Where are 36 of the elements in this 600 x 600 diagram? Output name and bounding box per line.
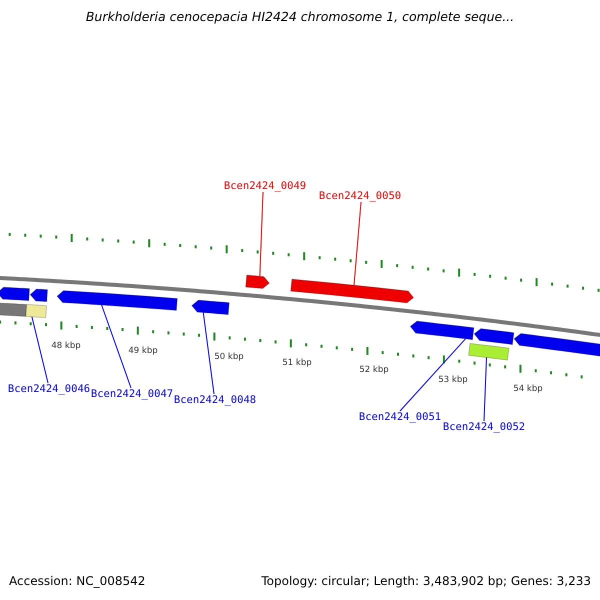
gene-block — [474, 328, 514, 346]
gene-bar — [468, 342, 510, 361]
gene-label: Bcen2424_0051 — [358, 411, 442, 423]
gene-label: Bcen2424_0049 — [224, 180, 306, 192]
gene-label: Bcen2424_0047 — [90, 388, 174, 400]
leader-line — [400, 338, 466, 412]
leader-line — [259, 192, 264, 277]
gene-block — [191, 300, 230, 316]
gene-bar — [0, 302, 28, 317]
gene-block — [410, 320, 474, 340]
tick-label: 51 kbp — [282, 358, 312, 368]
tick-label: 50 kbp — [214, 352, 244, 362]
tick-label: 54 kbp — [513, 384, 543, 394]
tick-label: 52 kbp — [359, 365, 389, 375]
tick-label: 49 kbp — [128, 346, 158, 356]
leader-line — [101, 304, 132, 388]
accession-text: Accession: NC_008542 — [9, 574, 146, 588]
gene-block — [245, 274, 270, 289]
leader-line — [354, 202, 362, 286]
gene-block — [56, 290, 178, 311]
title: Burkholderia cenocepacia HI2424 chromosome 1, complete seque... — [84, 9, 516, 24]
gene-block — [514, 333, 600, 358]
gene-label: Bcen2424_0050 — [318, 190, 402, 202]
gene-bar — [25, 304, 47, 318]
gene-block — [30, 288, 48, 302]
tick-label: 53 kbp — [438, 375, 468, 385]
gene-label: Bcen2424_0048 — [174, 394, 256, 406]
gene-label: Bcen2424_0052 — [442, 421, 526, 433]
gene-block — [290, 278, 414, 304]
genome-summary-text: Topology: circular; Length: 3,483,902 bp; Genes: 3,233 — [261, 574, 591, 588]
gene-label: Bcen2424_0046 — [8, 383, 90, 395]
leader-line — [31, 316, 48, 384]
leader-line — [202, 312, 214, 394]
gene-block — [0, 286, 30, 302]
leader-line — [484, 357, 487, 422]
tick-label: 48 kbp — [51, 341, 81, 351]
